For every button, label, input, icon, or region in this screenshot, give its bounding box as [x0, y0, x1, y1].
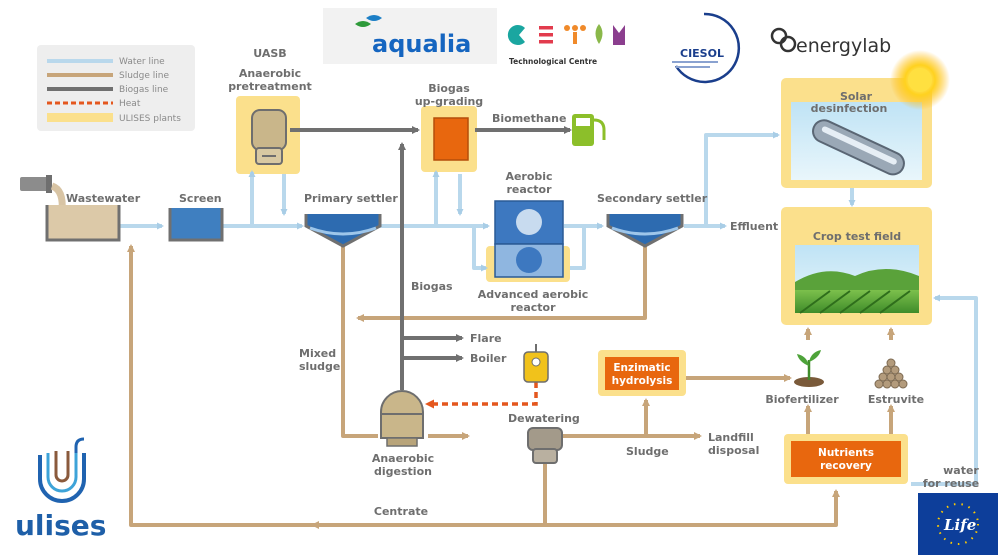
label-effluent: Effluent [730, 220, 778, 233]
labels: UASB Anaerobic pretreatment Biogas up-gr… [66, 47, 979, 518]
ulises-text: ulises [15, 509, 106, 542]
energylab-icon [770, 27, 788, 45]
estruvite-icon [874, 358, 908, 389]
legend-heat-label: Heat [119, 99, 141, 109]
logo-ciesol: CIESOL [672, 12, 741, 84]
label-enzimatic-1: Enzimatic [613, 362, 670, 374]
logo-life: Life [918, 493, 998, 555]
solar-desinfection-panel [791, 50, 950, 180]
aqualia-drop-icon [366, 15, 382, 21]
logo-ulises: ulises [15, 437, 106, 542]
label-aerobic-reactor-1: Aerobic [505, 170, 552, 183]
label-mixed-sludge-1: Mixed [299, 347, 336, 360]
aerobic-reactor [494, 200, 564, 245]
upgrading-unit [433, 117, 469, 161]
label-nutrients-2: recovery [820, 460, 872, 472]
energylab-text: energylab [796, 35, 891, 57]
fuel-pump-icon [572, 114, 606, 146]
primary-settler [304, 214, 382, 248]
heat-line [425, 382, 538, 409]
label-water-reuse-2: for reuse [923, 477, 979, 490]
label-solar-1: Solar [840, 90, 873, 103]
label-biogas-upgrading-1: Biogas [428, 82, 470, 95]
nutrients-box [791, 441, 901, 477]
label-advanced-aerobic-2: reactor [510, 301, 556, 314]
wastewater-tank [20, 175, 121, 242]
label-biogas: Biogas [411, 280, 453, 293]
label-advanced-aerobic-1: Advanced aerobic [478, 288, 589, 301]
label-crop-test-field: Crop test field [813, 230, 901, 243]
legend-sludge-label: Sludge line [119, 71, 169, 81]
label-screen: Screen [179, 192, 222, 205]
legend-biogas-label: Biogas line [119, 85, 169, 95]
legend: Water line Sludge line Biogas line Heat … [37, 45, 195, 131]
label-anaerobic-digestion-2: digestion [374, 465, 432, 478]
label-anaerobic-digestion-1: Anaerobic [372, 452, 434, 465]
screen-tank [168, 208, 224, 242]
label-biogas-upgrading-2: up-grading [415, 95, 483, 108]
enzimatic-box [605, 357, 679, 390]
label-aerobic-reactor-2: reactor [506, 183, 552, 196]
label-solar-2: desinfection [811, 102, 888, 115]
sludge-lines [127, 244, 895, 529]
dewatering-unit [527, 427, 563, 464]
label-enzimatic-2: hydrolysis [612, 375, 673, 387]
crop-field-panel [795, 245, 919, 314]
logo-energylab: energylab [770, 27, 891, 57]
life-text: Life [943, 516, 976, 534]
legend-plants-label: ULISES plants [119, 114, 181, 124]
aqualia-leaf-icon [355, 21, 371, 27]
label-uasb: UASB [253, 47, 286, 60]
inlet-pipe-icon [20, 177, 50, 191]
cetim-c-icon [507, 25, 525, 45]
water-lines [120, 131, 978, 486]
label-biomethane: Biomethane [492, 112, 566, 125]
label-nutrients-1: Nutrients [818, 447, 874, 459]
eu-stars-icon [937, 503, 979, 545]
biogas-lines [290, 126, 572, 390]
secondary-settler [606, 214, 684, 248]
label-dewatering: Dewatering [508, 412, 580, 425]
heater-icon [523, 344, 549, 383]
label-landfill-1: Landfill [708, 431, 754, 444]
label-wastewater: Wastewater [66, 192, 141, 205]
label-flare: Flare [470, 332, 502, 345]
legend-water-label: Water line [119, 57, 165, 67]
legend-plants-swatch [47, 113, 113, 122]
label-sludge: Sludge [626, 445, 669, 458]
label-water-reuse-1: water [943, 464, 979, 477]
label-landfill-2: disposal [708, 444, 759, 457]
label-mixed-sludge-2: sludge [299, 360, 340, 373]
logo-cetim: Technological Centre [507, 24, 625, 66]
cetim-leaf-icon [595, 24, 603, 44]
label-estruvite: Estruvite [868, 393, 924, 406]
logo-aqualia: aqualia [323, 8, 497, 64]
label-secondary-settler: Secondary settler [597, 192, 708, 205]
label-biofertilizer: Biofertilizer [765, 393, 839, 406]
cetim-caption: Technological Centre [509, 57, 597, 66]
uasb-reactor [251, 109, 287, 165]
label-anaerobic-pretreatment-2: pretreatment [228, 80, 312, 93]
ciesol-text: CIESOL [680, 47, 724, 60]
advanced-aerobic-reactor [494, 243, 564, 278]
legend-box [37, 45, 195, 131]
aqualia-text: aqualia [372, 30, 471, 58]
label-centrate: Centrate [374, 505, 428, 518]
label-anaerobic-pretreatment-1: Anaerobic [239, 67, 301, 80]
label-primary-settler: Primary settler [304, 192, 398, 205]
anaerobic-digester [380, 390, 424, 447]
label-boiler: Boiler [470, 352, 507, 365]
biofertilizer-icon [794, 350, 824, 387]
ulises-u-icon [38, 453, 86, 503]
